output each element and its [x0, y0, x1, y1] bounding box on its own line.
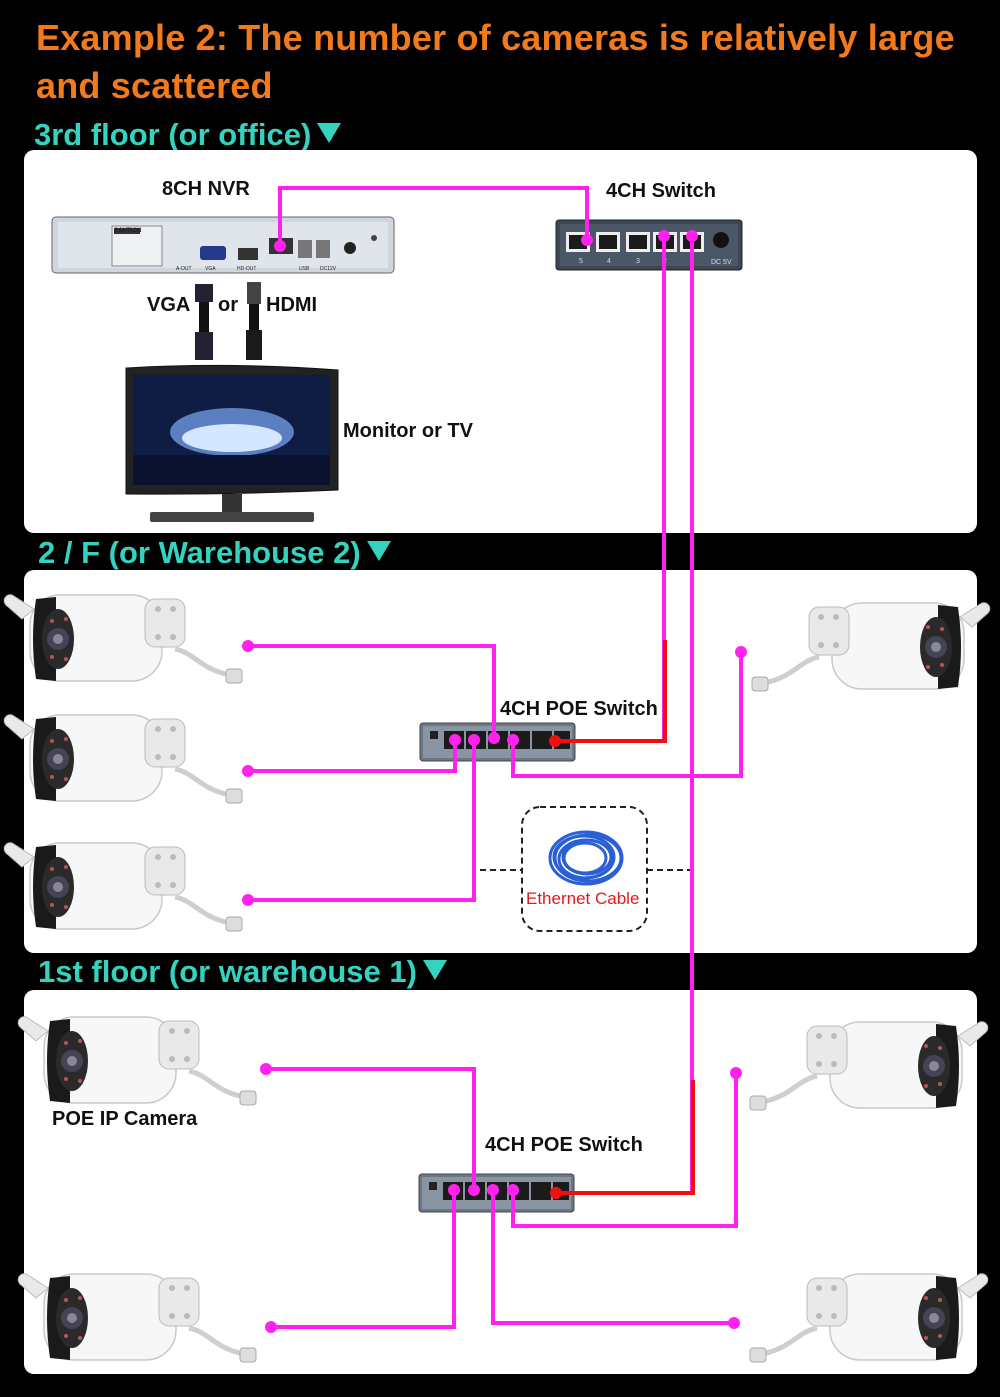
monitor-label: Monitor or TV: [343, 420, 473, 442]
nvr-port-label: DC12V: [320, 266, 337, 272]
port-number-label: 4: [607, 258, 611, 265]
ethernet-cable-label: Ethernet Cable: [526, 889, 640, 908]
or-label: or: [218, 294, 238, 316]
section-heading-floor1: 1st floor (or warehouse 1): [38, 954, 447, 990]
page-title: Example 2: The number of cameras is rela…: [36, 14, 986, 110]
cable-coil-icon: [548, 830, 624, 886]
nvr-port-label: VGA: [205, 266, 216, 272]
hdmi-label: HDMI: [266, 294, 318, 316]
ip-camera-icon: [4, 715, 242, 803]
section-floor2-label: 2 / F (or Warehouse 2): [38, 535, 361, 570]
triangle-down-icon: [317, 123, 342, 143]
ethernet-cable-box: [480, 806, 690, 932]
section-floor3-label: 3rd floor (or office): [34, 117, 312, 152]
uplink-endpoints: [549, 735, 562, 1199]
section-heading-floor2: 2 / F (or Warehouse 2): [38, 535, 391, 571]
cable-plug-icon: [195, 282, 262, 360]
title-line-1: Example 2: The number of cameras is rela…: [36, 17, 955, 58]
power-port-label: DC 5V: [711, 259, 732, 266]
title-line-2: and scattered: [36, 65, 273, 106]
ip-camera-icon: [4, 843, 242, 931]
switch-label: 4CH Switch: [606, 180, 717, 202]
nvr-port-label: A-OUT: [176, 266, 192, 272]
ip-camera-icon: [18, 1017, 256, 1105]
port-number-label: 5: [579, 258, 583, 265]
nvr-port-label: HD-OUT: [237, 266, 256, 272]
nvr-device: [51, 216, 395, 274]
uplink-cables: [555, 640, 695, 1195]
vga-label: VGA: [147, 294, 191, 316]
ip-camera-icon: [4, 595, 242, 683]
poe-switch-label-floor1: 4CH POE Switch: [485, 1134, 643, 1156]
cable-endpoints: [242, 230, 747, 1333]
triangle-down-icon: [366, 541, 391, 561]
triangle-down-icon: [422, 960, 447, 980]
section-floor1-label: 1st floor (or warehouse 1): [38, 954, 417, 989]
poe-switch-label-floor2: 4CH POE Switch: [500, 698, 658, 720]
monitor-icon: [125, 364, 339, 522]
ip-camera-icon: [750, 1022, 988, 1110]
section-heading-floor3: 3rd floor (or office): [34, 117, 342, 153]
lan-cables: [248, 186, 743, 1329]
ip-camera-icon: [18, 1274, 256, 1362]
nvr-port-label: USB: [299, 266, 310, 272]
ip-camera-icon: [750, 1274, 988, 1362]
nvr-label: 8CH NVR: [162, 178, 250, 200]
ip-camera-icon: [752, 603, 990, 691]
nvr-caution-label: CAUTION: [114, 228, 141, 234]
poe-camera-label: POE IP Camera: [52, 1108, 198, 1130]
port-number-label: 3: [636, 258, 640, 265]
